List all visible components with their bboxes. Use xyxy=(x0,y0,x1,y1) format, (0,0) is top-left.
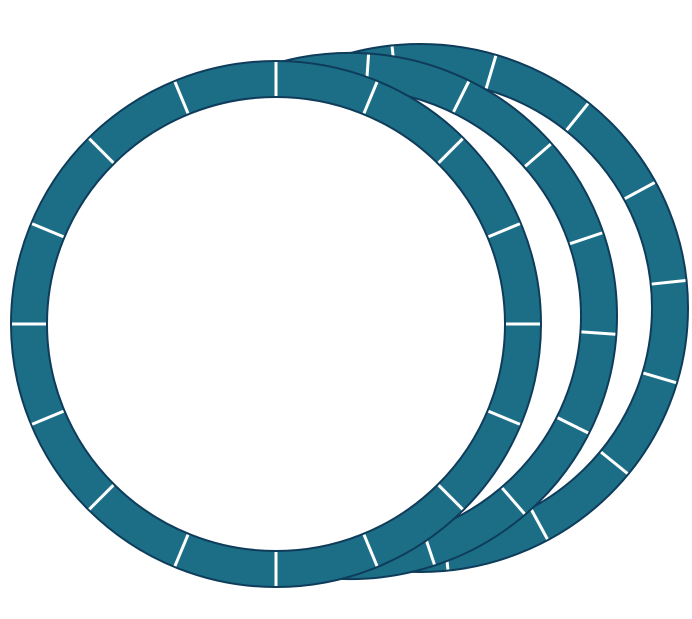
front-ring-segment-divider xyxy=(487,222,521,239)
front-ring-segment-divider xyxy=(173,81,190,114)
back-ring-segment-divider xyxy=(529,508,549,540)
back-ring-segment-divider xyxy=(642,371,677,385)
middle-ring-segment-divider xyxy=(581,330,616,336)
middle-ring-segment-divider xyxy=(556,416,589,435)
back-ring-segment-divider xyxy=(484,55,498,89)
front-ring-segment-divider xyxy=(362,534,379,567)
middle-ring-segment-divider xyxy=(452,80,471,113)
back-ring-segment-divider xyxy=(565,102,590,131)
middle-ring-segment-divider xyxy=(569,231,603,246)
back-ring-segment-divider xyxy=(651,279,686,286)
front-ring-segment-divider xyxy=(31,222,65,239)
front-ring-segment-divider xyxy=(88,137,115,164)
front-ring-segment-divider xyxy=(88,484,115,511)
front-ring-segment-divider xyxy=(487,409,521,426)
front-ring-segment-divider xyxy=(362,81,379,114)
front-ring-segment-divider xyxy=(173,534,190,567)
front-ring-segment-divider xyxy=(437,137,464,164)
front-ring-band xyxy=(9,60,543,588)
back-ring-segment-divider xyxy=(624,181,656,201)
front-ring-segment-divider xyxy=(437,484,464,511)
front-ring xyxy=(9,60,543,588)
front-ring-segment-divider xyxy=(31,409,65,426)
back-ring-segment-divider xyxy=(600,450,629,475)
middle-ring-segment-divider xyxy=(501,487,526,515)
middle-ring-segment-divider xyxy=(524,142,552,168)
front-ring-backing xyxy=(11,61,541,587)
